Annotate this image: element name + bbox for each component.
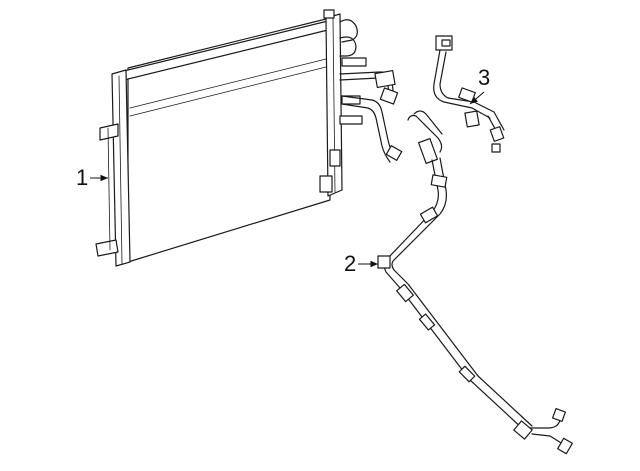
discharge-line (433, 35, 505, 153)
callout-1: 1 (76, 165, 108, 190)
left-upper-bracket (99, 123, 119, 141)
line-clamp (419, 206, 439, 224)
line-clamp (418, 313, 436, 331)
line-clamp (396, 283, 414, 303)
callout-label-2: 2 (344, 251, 356, 276)
line-clamp (377, 255, 391, 269)
condenser-left-tank (111, 69, 131, 267)
line-clamp (458, 365, 476, 383)
callout-2: 2 (344, 251, 378, 276)
condenser (95, 9, 367, 267)
line-clamp (513, 420, 533, 440)
line-clamp (430, 174, 448, 188)
top-post (323, 9, 335, 19)
condenser-outlet-tubes (339, 69, 403, 163)
callout-label-1: 1 (76, 165, 88, 190)
right-mount-bracket (339, 115, 363, 125)
liquid-line (377, 110, 573, 455)
left-lower-bracket (95, 239, 119, 257)
callout-label-3: 3 (478, 65, 490, 90)
upper-fitting (339, 19, 358, 43)
callout-3: 3 (469, 65, 490, 105)
